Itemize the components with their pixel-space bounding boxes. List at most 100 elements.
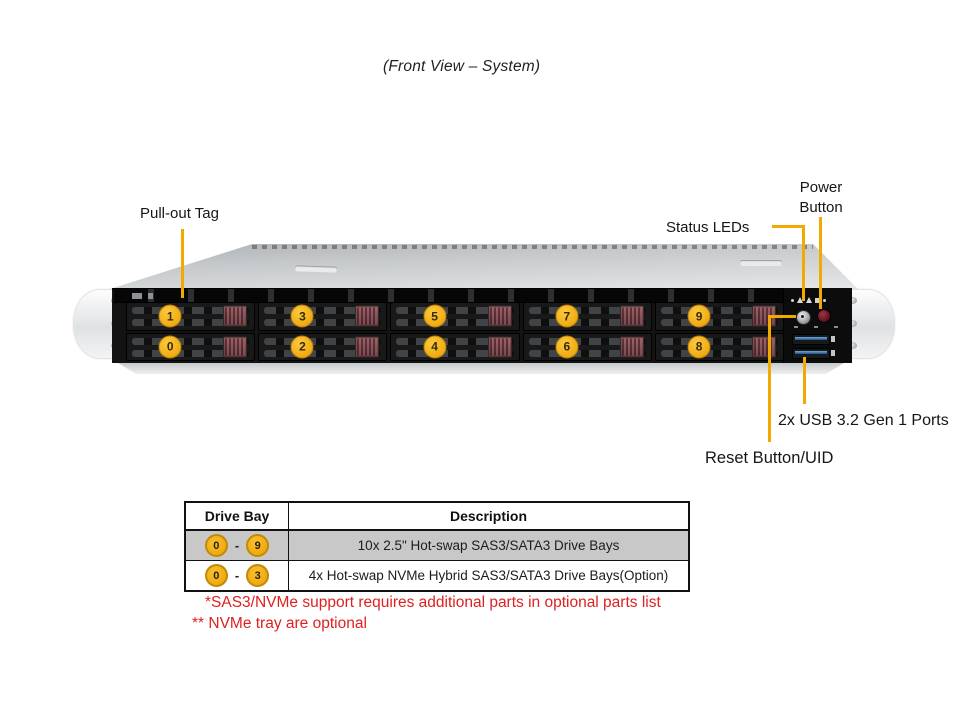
label-power-button: Power Button	[779, 178, 863, 218]
callout-line-status-leds-h	[772, 225, 805, 228]
tray-latch[interactable]	[619, 336, 644, 358]
label-reset-button-uid: Reset Button/UID	[705, 449, 834, 467]
table-header-row: Drive Bay Description	[184, 501, 690, 531]
drive-tray[interactable]: 4	[390, 332, 520, 361]
usb-port-1[interactable]	[792, 334, 835, 345]
nic-led-icon	[806, 297, 812, 303]
usb-tongue	[795, 351, 827, 354]
drive-tray[interactable]: 5	[390, 302, 520, 331]
tray-vent	[396, 349, 514, 357]
bay-number-badge: 0	[158, 335, 182, 359]
label-power-line2: Button	[799, 199, 843, 216]
tray-vent	[132, 319, 250, 326]
bay-number-badge: 2	[290, 335, 314, 359]
tray-vent	[264, 349, 382, 357]
chassis-base-edge	[118, 363, 844, 374]
lid-indent-left	[294, 265, 338, 273]
bay-number-badge: 6	[555, 335, 579, 359]
callout-line-status-leds-v	[802, 225, 805, 301]
drive-bay-grid: 1 0 3	[126, 302, 785, 361]
tray-latch[interactable]	[355, 336, 380, 358]
drive-tray[interactable]: 8	[654, 332, 785, 361]
power-symbol-icon	[834, 326, 838, 328]
tray-latch[interactable]	[619, 305, 644, 327]
top-vent-bezel	[114, 289, 850, 303]
chassis-front-face: 1 0 3	[112, 288, 852, 363]
tray-vent	[132, 349, 250, 357]
status-led-icons	[791, 297, 826, 303]
label-status-leds: Status LEDs	[666, 219, 750, 236]
tray-latch[interactable]	[752, 336, 777, 358]
power-button[interactable]	[817, 309, 831, 323]
tray-latch[interactable]	[487, 305, 512, 327]
screw-hole	[848, 342, 857, 349]
bay-number-badge: 9	[687, 304, 711, 328]
drive-tray[interactable]: 9	[654, 302, 785, 331]
power-led-icon	[823, 298, 826, 302]
drive-bay-table: Drive Bay Description 0 - 9 10x 2.5" Hot…	[184, 501, 690, 592]
range-dash: -	[234, 568, 240, 583]
bay-number-badge: 1	[158, 304, 182, 328]
screw-hole	[848, 320, 857, 327]
tray-vent	[660, 349, 779, 357]
tray-vent	[396, 337, 514, 345]
reset-symbol-icon	[794, 326, 798, 328]
bay-range: 0 - 9	[187, 534, 287, 557]
callout-line-reset-v	[768, 315, 771, 442]
tray-latch[interactable]	[223, 336, 248, 358]
callout-line-power-button	[819, 217, 822, 309]
lid-indent-right	[740, 260, 782, 266]
drive-tray[interactable]: 0	[126, 332, 256, 361]
bay-badge: 0	[204, 564, 228, 587]
bay-range: 0 - 3	[187, 564, 287, 587]
page-title: (Front View – System)	[383, 58, 541, 75]
drive-bay-column: 7 6	[522, 302, 652, 361]
drive-tray[interactable]: 7	[522, 302, 652, 331]
callout-line-pullout-tag	[181, 229, 184, 298]
bezel-detail	[148, 293, 153, 299]
table-row: 0 - 9 10x 2.5" Hot-swap SAS3/SATA3 Drive…	[184, 529, 690, 561]
bay-description: 4x Hot-swap NVMe Hybrid SAS3/SATA3 Drive…	[288, 560, 690, 592]
tray-latch[interactable]	[487, 336, 512, 358]
bay-badge: 9	[246, 534, 270, 557]
bay-number-badge: 5	[423, 304, 447, 328]
header-drive-bay: Drive Bay	[184, 501, 289, 531]
drive-tray[interactable]: 3	[258, 302, 388, 331]
reset-button[interactable]	[796, 310, 811, 325]
drive-bay-column: 9 8	[654, 302, 785, 361]
tray-latch[interactable]	[752, 305, 777, 327]
panel-symbol-row	[794, 326, 838, 328]
drive-bay-column: 5 4	[390, 302, 520, 361]
bay-description: 10x 2.5" Hot-swap SAS3/SATA3 Drive Bays	[288, 529, 690, 561]
usb-tongue	[795, 337, 827, 340]
chassis-lid	[110, 244, 858, 289]
front-control-panel	[783, 288, 852, 363]
footnote-sas3-nvme: *SAS3/NVMe support requires additional p…	[205, 594, 661, 611]
label-pull-out-tag: Pull-out Tag	[140, 205, 219, 222]
bay-number-badge: 3	[290, 304, 314, 328]
bezel-detail	[132, 293, 142, 299]
callout-line-usb	[803, 357, 806, 404]
usb-detail	[831, 350, 835, 356]
bay-number-badge: 4	[423, 335, 447, 359]
tray-vent	[396, 307, 514, 314]
usb-symbol-icon	[814, 326, 818, 328]
drive-bay-column: 1 0	[126, 302, 256, 361]
bay-badge: 3	[246, 564, 270, 587]
footnote-nvme-tray: ** NVMe tray are optional	[192, 615, 367, 632]
tray-latch[interactable]	[355, 305, 380, 327]
overheat-led-icon	[797, 297, 803, 303]
tray-latch[interactable]	[223, 305, 248, 327]
tray-vent	[132, 307, 250, 314]
info-led-icon	[791, 298, 794, 302]
tray-vent	[396, 319, 514, 326]
label-power-line1: Power	[799, 179, 843, 196]
drive-tray[interactable]: 1	[126, 302, 256, 331]
tray-vent	[528, 319, 646, 326]
range-dash: -	[234, 538, 240, 553]
drive-tray[interactable]: 6	[522, 332, 652, 361]
drive-bay-column: 3 2	[258, 302, 388, 361]
usb-detail	[831, 336, 835, 342]
drive-tray[interactable]: 2	[258, 332, 388, 361]
usb-port-2[interactable]	[792, 348, 835, 359]
